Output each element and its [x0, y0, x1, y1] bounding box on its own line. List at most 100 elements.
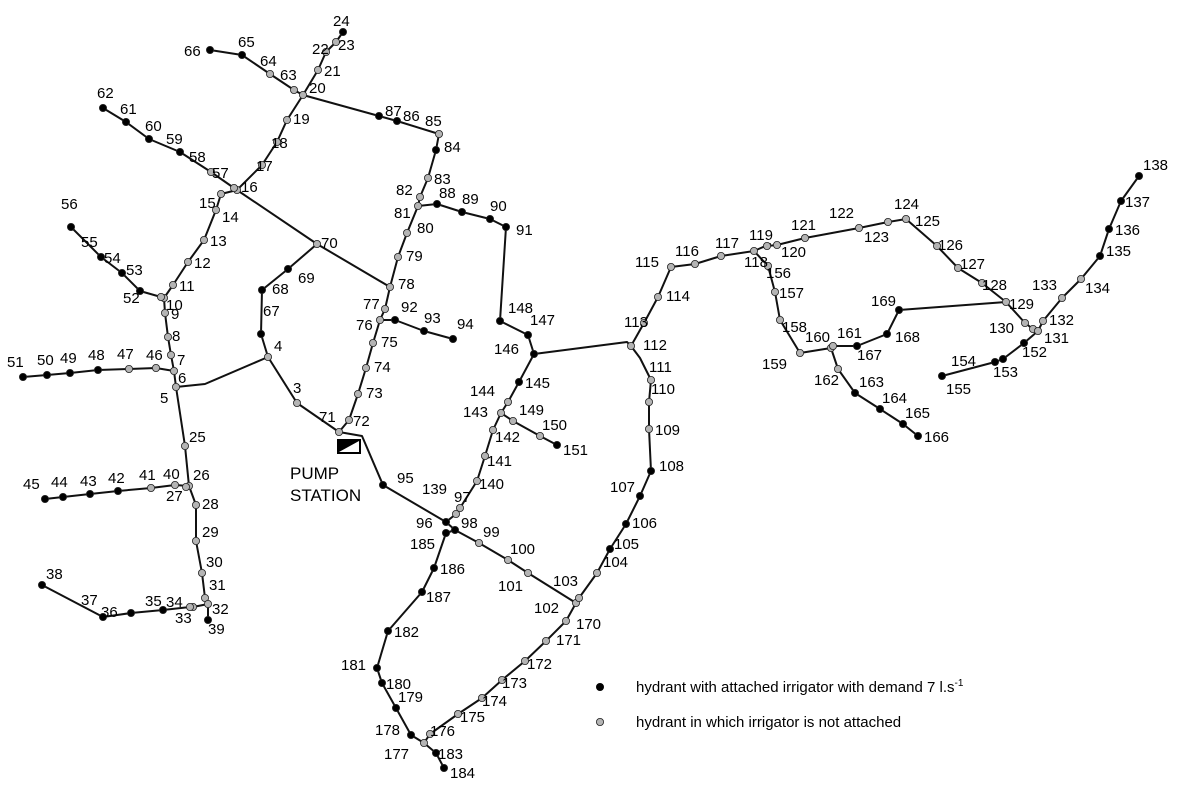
hydrant-label-137: 137	[1125, 194, 1150, 211]
hydrant-label-11: 11	[179, 278, 195, 295]
hydrant-180	[377, 679, 386, 688]
hydrant-172	[521, 657, 530, 666]
hydrant-label-112: 112	[643, 337, 667, 354]
hydrant-label-38: 38	[46, 566, 63, 583]
hydrant-label-152: 152	[1022, 344, 1047, 361]
hydrant-147	[524, 330, 533, 339]
hydrant-label-130: 130	[989, 320, 1014, 337]
hydrant-label-14: 14	[222, 209, 239, 226]
hydrant-label-105: 105	[614, 536, 639, 553]
hydrant-nodes	[18, 27, 1144, 773]
hydrant-label-113: 113	[624, 314, 648, 331]
hydrant-157	[771, 287, 780, 296]
hydrant-128	[1002, 297, 1011, 306]
hydrant-label-37: 37	[81, 592, 98, 609]
hydrant-label-82: 82	[396, 182, 413, 199]
hydrant-label-9: 9	[171, 306, 179, 323]
hydrant-label-75: 75	[381, 334, 398, 351]
hydrant-label-179: 179	[398, 689, 423, 706]
hydrant-label-36: 36	[101, 604, 118, 621]
hydrant-82	[415, 192, 424, 201]
hydrant-label-123: 123	[864, 229, 889, 246]
hydrant-label-133: 133	[1032, 277, 1057, 294]
hydrant-146	[530, 349, 539, 358]
hydrant-152	[1020, 338, 1029, 347]
hydrant-127	[978, 278, 987, 287]
hydrant-34	[185, 603, 194, 612]
hydrant-22	[321, 48, 330, 57]
hydrant-23	[331, 38, 340, 47]
hydrant-154	[991, 357, 1000, 366]
hydrant-label-170: 170	[576, 616, 601, 633]
hydrant-label-132: 132	[1049, 312, 1074, 329]
hydrant-label-134: 134	[1085, 280, 1110, 297]
hydrant-137	[1117, 196, 1126, 205]
hydrant-label-119: 119	[749, 227, 773, 244]
hydrant-label-16: 16	[241, 179, 258, 196]
hydrant-67	[256, 329, 265, 338]
hydrant-label-173: 173	[502, 675, 527, 692]
hydrant-label-147: 147	[530, 312, 555, 329]
hydrant-97	[451, 509, 460, 518]
hydrant-117	[717, 251, 726, 260]
hydrant-65	[237, 51, 246, 60]
hydrant-label-157: 157	[779, 285, 804, 302]
hydrant-label-41: 41	[139, 467, 156, 484]
hydrant-100	[503, 556, 512, 565]
hydrant-90	[485, 214, 494, 223]
hydrant-37	[99, 613, 108, 622]
hydrant-label-4: 4	[274, 338, 282, 355]
hydrant-85	[434, 129, 443, 138]
hydrant-label-182: 182	[394, 624, 419, 641]
hydrant-84	[431, 145, 440, 154]
hydrant-label-164: 164	[882, 390, 907, 407]
hydrant-label-30: 30	[206, 554, 223, 571]
hydrant-label-7: 7	[177, 352, 185, 369]
hydrant-49	[66, 368, 75, 377]
hydrant-47	[125, 364, 134, 373]
hydrant-134	[1077, 274, 1086, 283]
hydrant-label-115: 115	[635, 254, 659, 271]
hydrant-151	[553, 440, 562, 449]
legend-attached-unit: -1	[955, 678, 964, 689]
hydrant-label-68: 68	[272, 281, 289, 298]
hydrant-label-154: 154	[951, 353, 976, 370]
legend-attached-marker	[596, 683, 605, 692]
hydrant-label-84: 84	[444, 139, 461, 156]
hydrant-143	[496, 408, 505, 417]
hydrant-label-153: 153	[993, 364, 1018, 381]
hydrant-153	[999, 354, 1008, 363]
hydrant-8	[163, 332, 172, 341]
hydrant-label-145: 145	[525, 375, 550, 392]
hydrant-label-66: 66	[184, 43, 201, 60]
pipe-segment-24	[1037, 175, 1140, 332]
hydrant-label-185: 185	[410, 536, 435, 553]
hydrant-label-52: 52	[123, 290, 140, 307]
hydrant-label-73: 73	[366, 385, 383, 402]
hydrant-135	[1096, 251, 1105, 260]
hydrant-label-167: 167	[857, 347, 882, 364]
hydrant-label-83: 83	[434, 171, 451, 188]
hydrant-177	[419, 739, 428, 748]
hydrant-label-67: 67	[263, 303, 280, 320]
hydrant-label-131: 131	[1044, 330, 1069, 347]
pump-station: PUMP STATION	[290, 439, 361, 505]
hydrant-label-89: 89	[462, 191, 479, 208]
hydrant-label-27: 27	[166, 488, 183, 505]
hydrant-label-32: 32	[212, 601, 229, 618]
hydrant-115	[667, 262, 676, 271]
hydrant-label-51: 51	[7, 354, 24, 371]
hydrant-113	[640, 318, 649, 327]
hydrant-168	[883, 329, 892, 338]
hydrant-114	[654, 292, 663, 301]
hydrant-39	[203, 616, 212, 625]
pump-station-label-line1: PUMP	[290, 464, 339, 483]
hydrant-label-93: 93	[424, 310, 441, 327]
hydrant-label-111: 111	[649, 359, 672, 376]
hydrant-45	[41, 494, 50, 503]
hydrant-73	[353, 389, 362, 398]
hydrant-label-124: 124	[894, 196, 919, 213]
hydrant-label-160: 160	[805, 329, 830, 346]
hydrant-label-91: 91	[516, 222, 533, 239]
pipe-segment-15	[379, 319, 454, 340]
